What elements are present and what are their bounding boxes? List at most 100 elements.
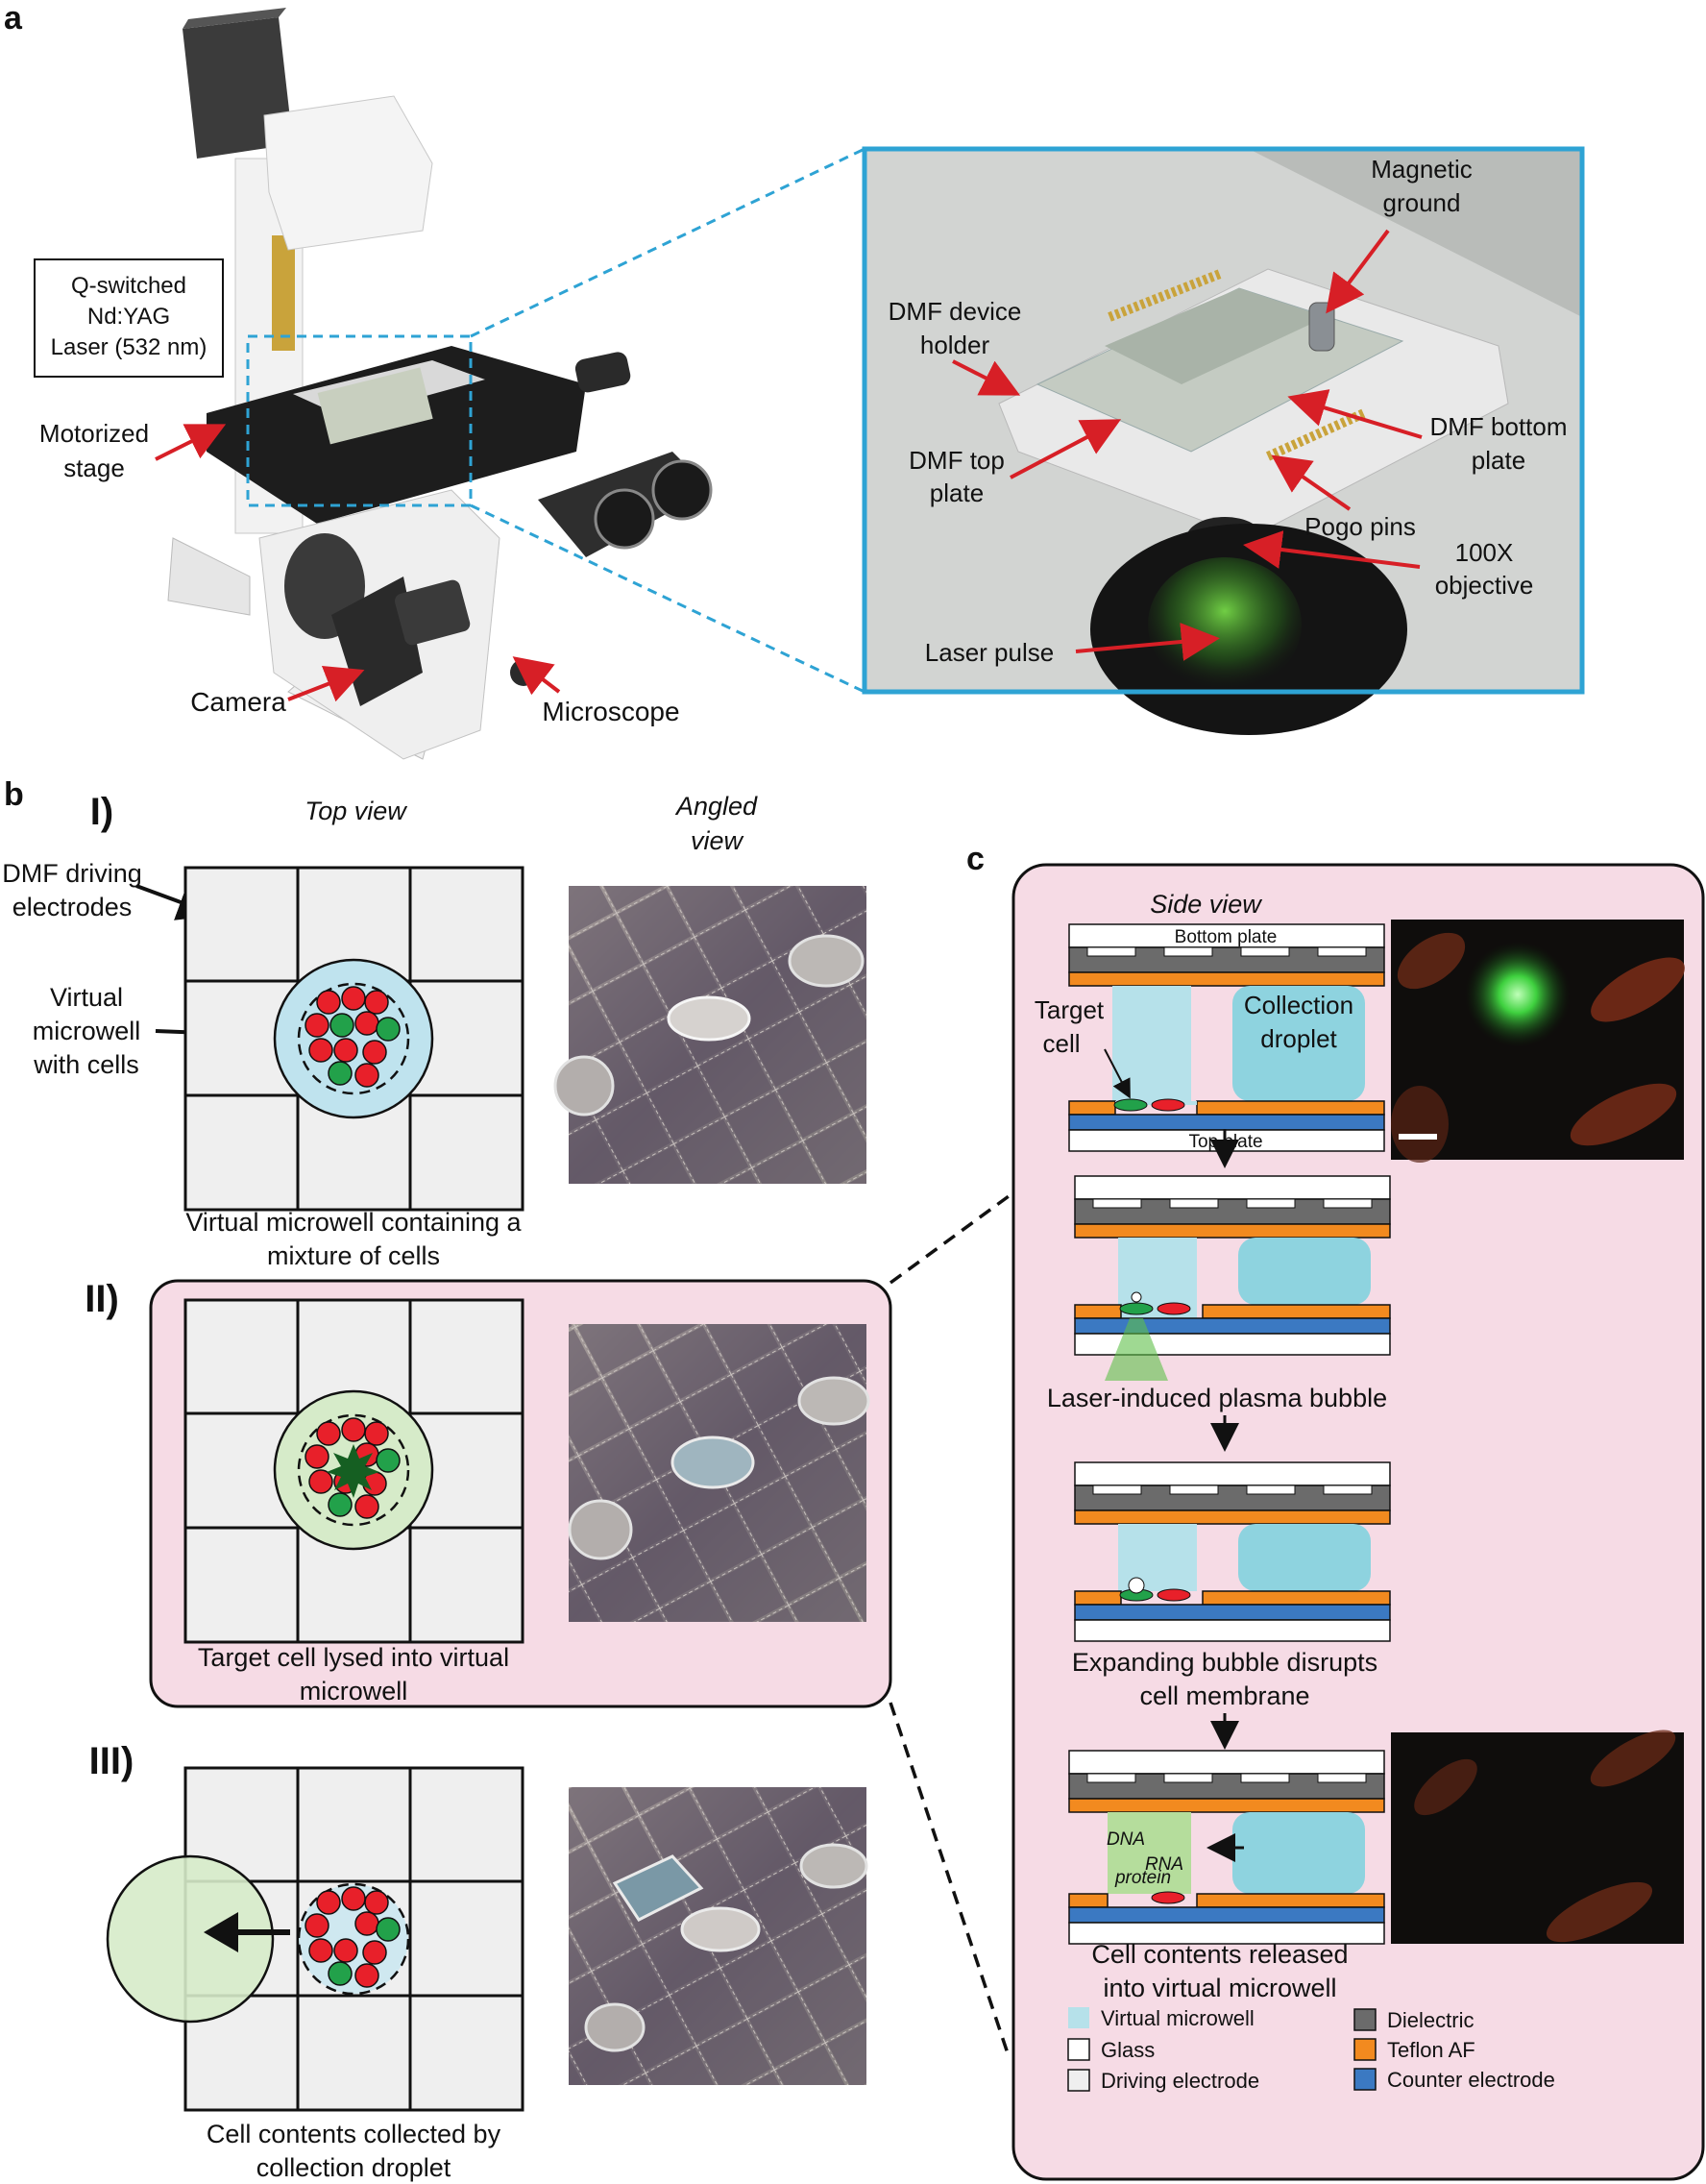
step1-roman: I) [90, 791, 113, 833]
laser-pulse-arrow [1075, 623, 1220, 661]
step2-side-caption: Laser-induced plasma bubble [1047, 1384, 1387, 1412]
legend-glass: Glass [1101, 2038, 1155, 2062]
microscope-arrow [512, 656, 561, 696]
legend-swatch-driving-electrode [1067, 2069, 1090, 2092]
camera-label: Camera [190, 687, 286, 717]
dmf-device-holder-label-2: holder [920, 331, 990, 359]
collection-droplet-label-1: Collection [1244, 991, 1353, 1019]
connector-bottom [889, 1702, 1011, 2057]
magnetic-ground-arrow [1326, 229, 1390, 314]
step3-angled-photo [569, 1787, 868, 2085]
zoom-line-top [470, 147, 865, 338]
legend-teflon: Teflon AF [1387, 2038, 1475, 2062]
dmf-device-holder-label-1: DMF device [889, 297, 1022, 326]
step1-caption-2: mixture of cells [267, 1241, 440, 1270]
objective-arrow [1243, 530, 1421, 569]
step3-roman: III) [89, 1740, 134, 1782]
microscope-illustration [167, 8, 713, 760]
red-cell [316, 990, 341, 1015]
red-cell [308, 1938, 333, 1963]
red-cell [354, 1911, 379, 1936]
red-cell [364, 1890, 389, 1915]
dmf-bottom-plate-label-2: plate [1472, 446, 1525, 475]
target-cell-label-2: cell [1042, 1029, 1080, 1058]
target-cell-arrow [1104, 1048, 1131, 1099]
green-cell [376, 1917, 401, 1942]
fluorescence-image-after [1391, 1730, 1684, 1944]
step2-angled-photo [568, 1324, 870, 1622]
laser-label-line1: Q-switched [71, 273, 186, 299]
side-view-step4 [1068, 1750, 1385, 1945]
green-cell [376, 1017, 401, 1042]
angled-view-heading-1: Angled [674, 792, 758, 821]
step3-cells [305, 1886, 401, 1988]
red-cell [305, 1444, 329, 1469]
step2-caption-1: Target cell lysed into virtual [198, 1643, 509, 1672]
contents-dna: DNA [1107, 1829, 1145, 1850]
laser-pulse-label: Laser pulse [925, 638, 1054, 667]
microscope-label: Microscope [542, 697, 679, 726]
collection-droplet-label-2: droplet [1260, 1024, 1337, 1053]
legend-swatch-teflon [1353, 2038, 1377, 2061]
top-view-heading: Top view [305, 797, 407, 825]
red-cell [362, 1940, 387, 1965]
step4-side-caption-1: Cell contents released [1091, 1940, 1348, 1969]
step1-cells [305, 986, 401, 1088]
motorized-stage-arrow [155, 424, 227, 461]
step1-angled-photo [553, 886, 866, 1184]
dmf-top-plate-label-2: plate [930, 479, 984, 507]
virtual-microwell-label-1: Virtual [50, 983, 123, 1012]
panel-letter-b: b [4, 776, 24, 813]
step3-caption-1: Cell contents collected by [207, 2120, 501, 2148]
dmf-driving-electrodes-label-2: electrodes [12, 893, 133, 921]
red-cell [354, 1494, 379, 1519]
red-cell [333, 1938, 358, 1963]
step3-electrode-grid [106, 1766, 524, 2112]
contents-rna: RNA [1145, 1854, 1183, 1875]
dmf-bottom-plate-label-1: DMF bottom [1429, 412, 1567, 441]
step2-caption-2: microwell [300, 1677, 408, 1705]
target-cell-label-1: Target [1035, 995, 1105, 1024]
dmf-top-plate-arrow [1010, 419, 1122, 479]
laser-label-line3: Laser (532 nm) [51, 334, 207, 360]
dmf-bottom-plate-arrow [1287, 389, 1423, 439]
red-cell [333, 1038, 358, 1063]
panel-letter-c: c [966, 841, 985, 877]
laser-label-line2: Nd:YAG [87, 304, 170, 330]
red-cell [305, 1013, 329, 1038]
red-cell [305, 1913, 329, 1938]
laser-label-box: Q-switched Nd:YAG Laser (532 nm) [34, 258, 224, 378]
panel-letter-a: a [4, 0, 23, 37]
step3-side-caption-1: Expanding bubble disrupts [1072, 1648, 1377, 1677]
pogo-pins-arrow [1271, 454, 1352, 511]
green-cell [376, 1448, 401, 1473]
green-cell [328, 1492, 353, 1517]
virtual-microwell-label-3: with cells [33, 1050, 139, 1079]
fluorescence-image-before [1391, 920, 1685, 1163]
connector-top [889, 1194, 1011, 1285]
step4-side-caption-2: into virtual microwell [1103, 1974, 1336, 2002]
contents-protein: protein [1114, 1868, 1171, 1888]
motorized-stage-label-1: Motorized [39, 419, 149, 448]
camera-arrow [287, 665, 365, 702]
legend: Virtual microwell Glass Driving electrod… [1067, 2006, 1555, 2093]
lysed-cell-burst [327, 1444, 379, 1498]
legend-virtual-microwell: Virtual microwell [1101, 2006, 1255, 2030]
dmf-driving-electrodes-label-1: DMF driving [2, 859, 142, 888]
side-view-heading: Side view [1150, 890, 1262, 919]
red-cell [308, 1038, 333, 1063]
green-cell [329, 1013, 354, 1038]
side-view-step3 [1074, 1461, 1391, 1642]
red-cell [341, 1886, 366, 1911]
red-cell [354, 1063, 379, 1088]
red-cell [364, 1421, 389, 1446]
legend-swatch-virtual-microwell [1068, 2007, 1089, 2028]
angled-view-heading-2: view [691, 826, 744, 855]
side-view-step2 [1074, 1175, 1391, 1381]
step1-electrode-grid [183, 866, 524, 1212]
step1-caption-1: Virtual microwell containing a [185, 1208, 522, 1237]
pogo-pins-label: Pogo pins [1304, 512, 1416, 541]
virtual-microwell-label-2: microwell [33, 1017, 141, 1045]
red-cell [362, 1040, 387, 1065]
